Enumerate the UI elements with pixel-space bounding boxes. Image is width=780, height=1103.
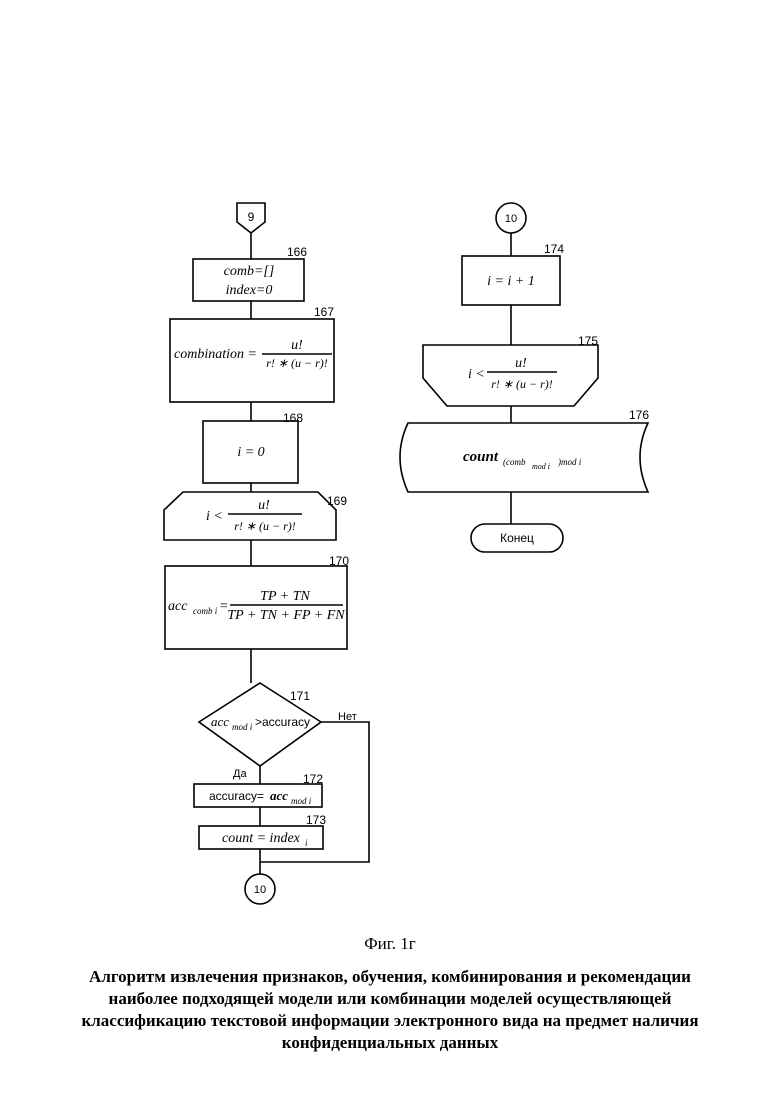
connector-10-out: 10 bbox=[245, 874, 275, 904]
process-170: 170 acc comb i = TP + TN TP + TN + FP + … bbox=[165, 554, 349, 649]
svg-text:170: 170 bbox=[329, 554, 349, 568]
svg-text:r! ∗ (u − r)!: r! ∗ (u − r)! bbox=[234, 519, 295, 533]
svg-text:acc: acc bbox=[168, 599, 188, 614]
svg-text:(comb: (comb bbox=[503, 457, 526, 467]
svg-text:u!: u! bbox=[258, 498, 270, 513]
svg-text:mod i: mod i bbox=[232, 722, 253, 732]
svg-text:168: 168 bbox=[283, 411, 303, 425]
svg-text:count: count bbox=[463, 449, 499, 465]
connector-9: 9 bbox=[237, 203, 265, 233]
svg-text:comb i: comb i bbox=[193, 606, 218, 616]
svg-text:172: 172 bbox=[303, 772, 323, 786]
svg-text:Конец: Конец bbox=[500, 531, 534, 545]
connector-10-in: 10 bbox=[496, 203, 526, 233]
svg-text:i = 0: i = 0 bbox=[237, 445, 264, 460]
svg-text:175: 175 bbox=[578, 334, 598, 348]
figure-caption: Алгоритм извлечения признаков, обучения,… bbox=[60, 966, 720, 1054]
svg-text:count = index: count = index bbox=[222, 831, 301, 846]
svg-text:Нет: Нет bbox=[338, 711, 357, 723]
svg-text:10: 10 bbox=[254, 884, 266, 896]
process-173: 173 count = index i bbox=[199, 813, 326, 849]
svg-text:mod i: mod i bbox=[532, 462, 550, 471]
svg-text:174: 174 bbox=[544, 242, 564, 256]
decision-171: 171 acc mod i >accuracy Да Нет bbox=[199, 683, 357, 780]
loop-169: 169 i < u! r! ∗ (u − r)! bbox=[164, 492, 347, 540]
svg-text:169: 169 bbox=[327, 494, 347, 508]
svg-text:acc: acc bbox=[211, 714, 229, 729]
svg-text:167: 167 bbox=[314, 305, 334, 319]
svg-text:173: 173 bbox=[306, 813, 326, 827]
svg-text:combination =: combination = bbox=[174, 347, 257, 362]
svg-text:Да: Да bbox=[233, 768, 247, 780]
svg-text:166: 166 bbox=[287, 245, 307, 259]
process-167: 167 combination = u! r! ∗ (u − r)! bbox=[170, 305, 334, 402]
terminator-end: Конец bbox=[471, 524, 563, 552]
svg-text:)mod i: )mod i bbox=[557, 457, 582, 467]
svg-text:TP + TN: TP + TN bbox=[260, 589, 310, 604]
svg-text:index=0: index=0 bbox=[226, 283, 273, 298]
svg-text:>accuracy: >accuracy bbox=[255, 715, 310, 729]
svg-text:u!: u! bbox=[515, 356, 527, 371]
svg-text:171: 171 bbox=[290, 689, 310, 703]
process-174: 174 i = i + 1 bbox=[462, 242, 564, 305]
data-176: 176 count (comb mod i )mod i bbox=[400, 408, 649, 492]
svg-text:i <: i < bbox=[468, 367, 485, 382]
svg-text:176: 176 bbox=[629, 408, 649, 422]
svg-text:10: 10 bbox=[505, 213, 517, 225]
process-172: 172 accuracy= acc mod i bbox=[194, 772, 323, 807]
loop-end-175: 175 i < u! r! ∗ (u − r)! bbox=[423, 334, 598, 406]
svg-text:i <: i < bbox=[206, 509, 223, 524]
svg-text:r! ∗ (u − r)!: r! ∗ (u − r)! bbox=[491, 377, 552, 391]
svg-text:9: 9 bbox=[248, 210, 255, 224]
process-166: 166 comb=[] index=0 bbox=[193, 245, 307, 301]
svg-text:accuracy=: accuracy= bbox=[209, 789, 264, 803]
svg-text:acc: acc bbox=[270, 788, 288, 803]
svg-text:mod i: mod i bbox=[291, 796, 312, 806]
process-168: 168 i = 0 bbox=[203, 411, 303, 483]
svg-text:comb=[]: comb=[] bbox=[224, 264, 275, 279]
svg-text:i = i + 1: i = i + 1 bbox=[487, 274, 535, 289]
svg-text:r! ∗ (u − r)!: r! ∗ (u − r)! bbox=[266, 356, 327, 370]
figure-label: Фиг. 1г bbox=[60, 934, 720, 954]
svg-text:u!: u! bbox=[291, 338, 303, 353]
svg-text:TP + TN + FP + FN: TP + TN + FP + FN bbox=[227, 608, 345, 623]
